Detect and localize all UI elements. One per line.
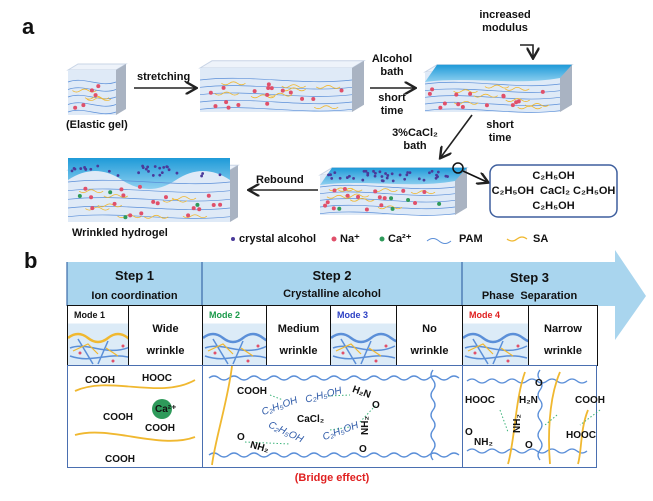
chem-box-step2 xyxy=(202,365,463,468)
network-sketch xyxy=(68,332,129,365)
result-line: wrinkle xyxy=(544,345,582,357)
legend-ca: Ca²⁺ xyxy=(388,233,412,245)
result-line: wrinkle xyxy=(410,345,449,357)
oxygen-label: O xyxy=(525,440,533,451)
legend-pam-line xyxy=(426,238,452,244)
network-sketch xyxy=(203,332,267,365)
elastic-gel-block xyxy=(66,63,128,115)
amine-label: NH₂ xyxy=(511,414,523,433)
elastic-gel-label: (Elastic gel) xyxy=(66,119,128,131)
legend-ca-dot xyxy=(379,236,385,242)
cooh-label: COOH xyxy=(145,423,175,434)
amine-label: NH₂ xyxy=(474,437,493,448)
hooc-label: HOOC xyxy=(142,373,172,384)
cooh-label: COOH xyxy=(105,454,135,465)
panel-label-a: a xyxy=(22,14,35,39)
mode-illustration: Mode 3 xyxy=(330,305,397,366)
cooh-label: COOH xyxy=(237,386,267,397)
mode-label: Mode 3 xyxy=(337,310,369,320)
legend-na: Na⁺ xyxy=(340,233,360,245)
legend-pam: PAM xyxy=(459,233,483,245)
bridge-effect-label: (Bridge effect) xyxy=(294,472,370,484)
mode-label: Mode 4 xyxy=(469,310,501,320)
legend-sa-line xyxy=(506,236,528,242)
oxygen-label: O xyxy=(359,444,367,455)
modulus-gel-block xyxy=(423,64,574,113)
rebound-label: Rebound xyxy=(256,174,304,186)
mode-label: Mode 1 xyxy=(74,310,106,320)
mode-result: No wrinkle xyxy=(396,305,463,366)
amine-label: H₂N xyxy=(519,395,538,406)
mode-label: Mode 2 xyxy=(209,310,241,320)
oxygen-label: O xyxy=(535,378,543,389)
mode-result: Narrow wrinkle xyxy=(528,305,598,366)
stretched-gel-block xyxy=(198,60,366,112)
legend-crystal-alcohol: crystal alcohol xyxy=(239,233,317,245)
cooh-label: COOH xyxy=(85,375,115,386)
oxygen-label: O xyxy=(372,400,380,411)
result-line: No xyxy=(422,323,437,335)
network-sketch xyxy=(463,332,529,365)
cooh-label: COOH xyxy=(103,412,133,423)
cacl2-gel-block xyxy=(318,167,469,216)
process-arrow xyxy=(67,250,646,340)
calcium-label: Ca²⁺ xyxy=(155,404,177,415)
inset-box xyxy=(489,164,618,218)
zoom-circle xyxy=(452,162,464,174)
result-line: Narrow xyxy=(544,323,582,335)
result-line: Wide xyxy=(152,323,179,335)
result-line: wrinkle xyxy=(146,345,185,357)
result-line: Medium xyxy=(277,323,320,335)
stretching-label: stretching xyxy=(137,71,191,83)
mode-result: Medium wrinkle xyxy=(266,305,331,366)
cooh-label: COOH xyxy=(575,395,605,406)
wrinkled-hydrogel-label: Wrinkled hydrogel xyxy=(72,227,168,239)
amine-label: NH₂ xyxy=(359,416,371,435)
cacl2-arrow xyxy=(441,114,473,157)
inset-text: C₂H₅OH C₂H₅OH CaCl₂ C₂H₅OH C₂H₅OH xyxy=(491,170,616,212)
legend-sa: SA xyxy=(533,233,549,245)
chem-box-step3 xyxy=(462,365,597,468)
mode-illustration: Mode 1 xyxy=(67,305,129,366)
wrinkled-hydrogel-block xyxy=(66,158,240,222)
mode-illustration: Mode 4 xyxy=(462,305,529,366)
mode-result: Wide wrinkle xyxy=(128,305,203,366)
hooc-label: HOOC xyxy=(465,395,495,406)
panel-label-b: b xyxy=(24,248,38,273)
cacl2-label: CaCl₂ xyxy=(297,414,325,425)
network-sketch xyxy=(331,332,397,365)
oxygen-label: O xyxy=(465,427,473,438)
zoom-arrow xyxy=(462,170,487,182)
legend-crystal-alcohol-dot xyxy=(231,237,235,241)
mode-illustration: Mode 2 xyxy=(202,305,267,366)
oxygen-label: O xyxy=(237,432,245,443)
modulus-arrow xyxy=(520,44,533,57)
result-line: wrinkle xyxy=(279,345,318,357)
hooc-label: HOOC xyxy=(566,430,596,441)
legend-na-dot xyxy=(331,236,337,242)
